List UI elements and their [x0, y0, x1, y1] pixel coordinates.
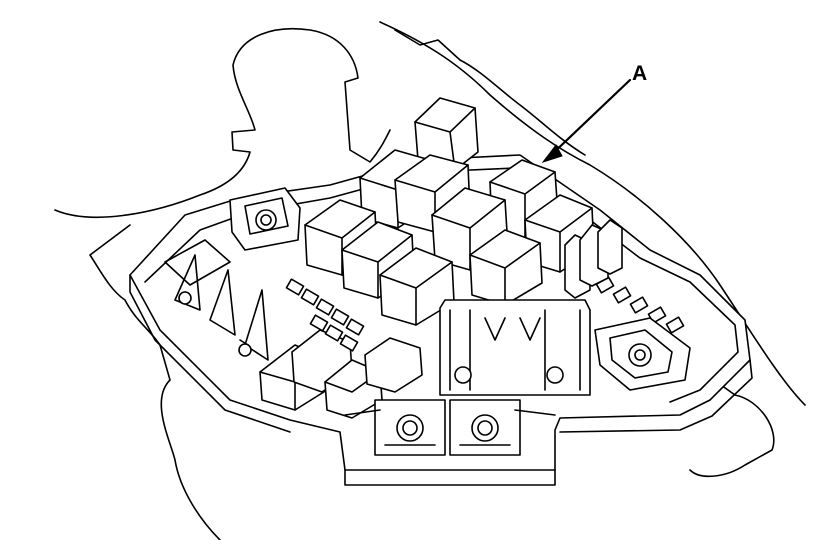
- callout-a-arrowhead: [541, 144, 563, 163]
- connector-cluster-right: [564, 219, 623, 299]
- terminal-center-block: [439, 299, 591, 396]
- terminal-right: [594, 317, 691, 391]
- callout-a-leader: [546, 78, 632, 160]
- mini-fuse-row: [285, 276, 685, 352]
- callout-a: A: [541, 62, 647, 163]
- terminal-front-pair: [344, 399, 556, 456]
- relay-blocks: [259, 97, 595, 419]
- terminal-top-left: [229, 187, 301, 251]
- engine-bay-outline: [54, 21, 806, 540]
- callout-a-label: A: [632, 62, 647, 85]
- left-partitions: [164, 239, 269, 361]
